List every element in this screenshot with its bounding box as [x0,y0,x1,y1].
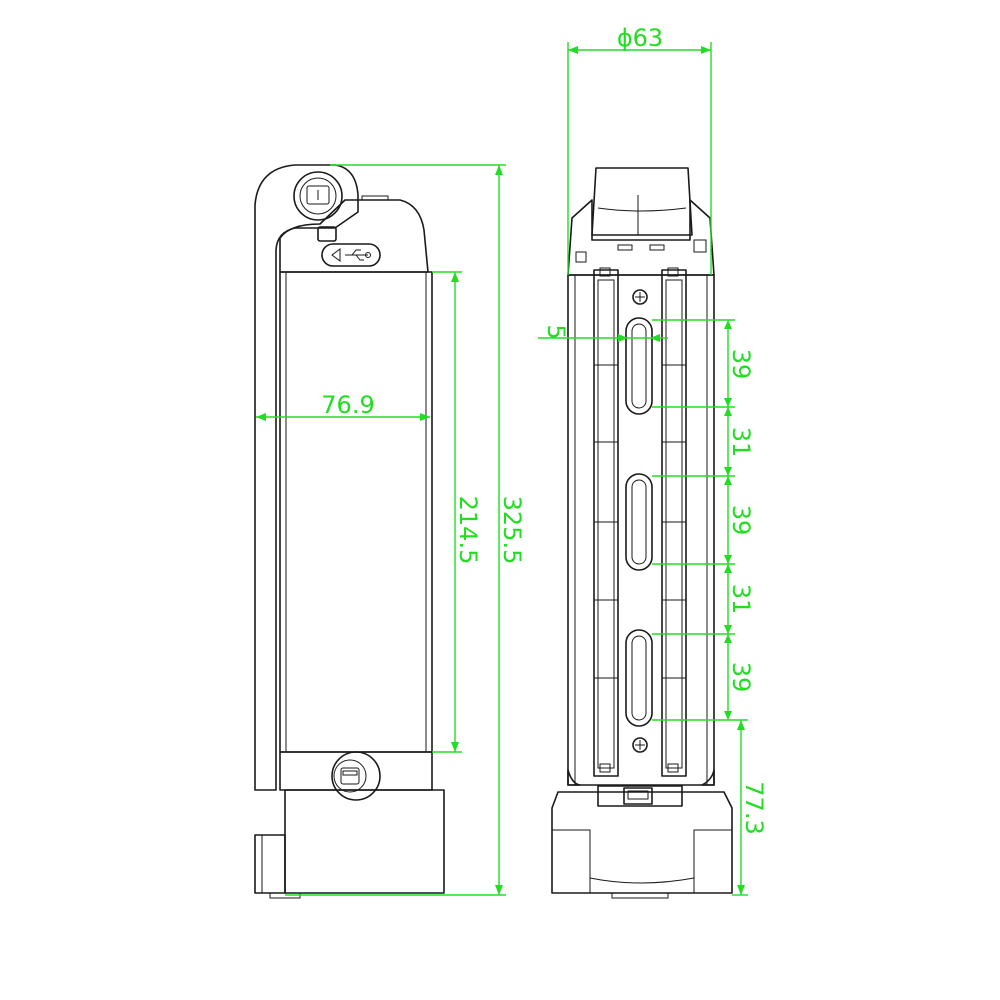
dimension-chain-arrows [724,320,732,720]
mount-slot-2 [625,473,653,571]
dim-slot-2: 39 [727,505,755,536]
front-rail-right [661,269,687,777]
screw-icon [632,737,648,753]
dim-arrow [724,476,732,485]
dim-arrow [724,625,732,634]
dim-arrow [724,320,732,329]
dim-slot-3: 39 [727,662,755,693]
dimension-annotations: 76.9 214.5 325.5 ϕ63 5 [256,24,768,896]
dim-diameter: ϕ63 [617,24,663,52]
front-top-handle [591,167,693,236]
dim-arrow [724,634,732,643]
front-shoulders [567,199,715,276]
rail-segment-ticks [594,364,686,679]
front-bottom-latch [597,785,683,807]
mount-slot-1 [625,317,653,415]
front-body [567,274,715,786]
dim-gap-2: 31 [727,584,755,615]
usb-icon [321,243,381,267]
top-lock-icon [293,171,343,221]
dim-rail-offset: 5 [542,324,570,339]
side-base-upper [284,789,445,894]
mount-slot-3 [625,629,653,727]
key-icon [331,751,381,801]
dim-arrow [724,564,732,573]
screw-icon [632,289,648,305]
dim-gap-1: 31 [727,427,755,458]
side-battery-body [279,271,433,753]
dim-arrow [724,398,732,407]
dim-cell-height: 214.5 [454,496,482,565]
dim-arrow [724,467,732,476]
front-base [551,791,733,894]
dim-slot-1: 39 [727,349,755,380]
front-rail-left [593,269,619,777]
side-top-hook [254,164,359,791]
dim-arrow [724,555,732,564]
dim-total-height: 325.5 [498,496,526,565]
side-view [254,164,445,899]
dim-side-width: 76.9 [321,391,374,419]
front-view [551,167,733,899]
side-top-cap [279,199,429,273]
dim-arrow [724,407,732,416]
dim-arrow [724,711,732,720]
side-base-lower [254,834,286,894]
dim-base-height: 77.3 [740,781,768,834]
side-tab [317,226,337,242]
